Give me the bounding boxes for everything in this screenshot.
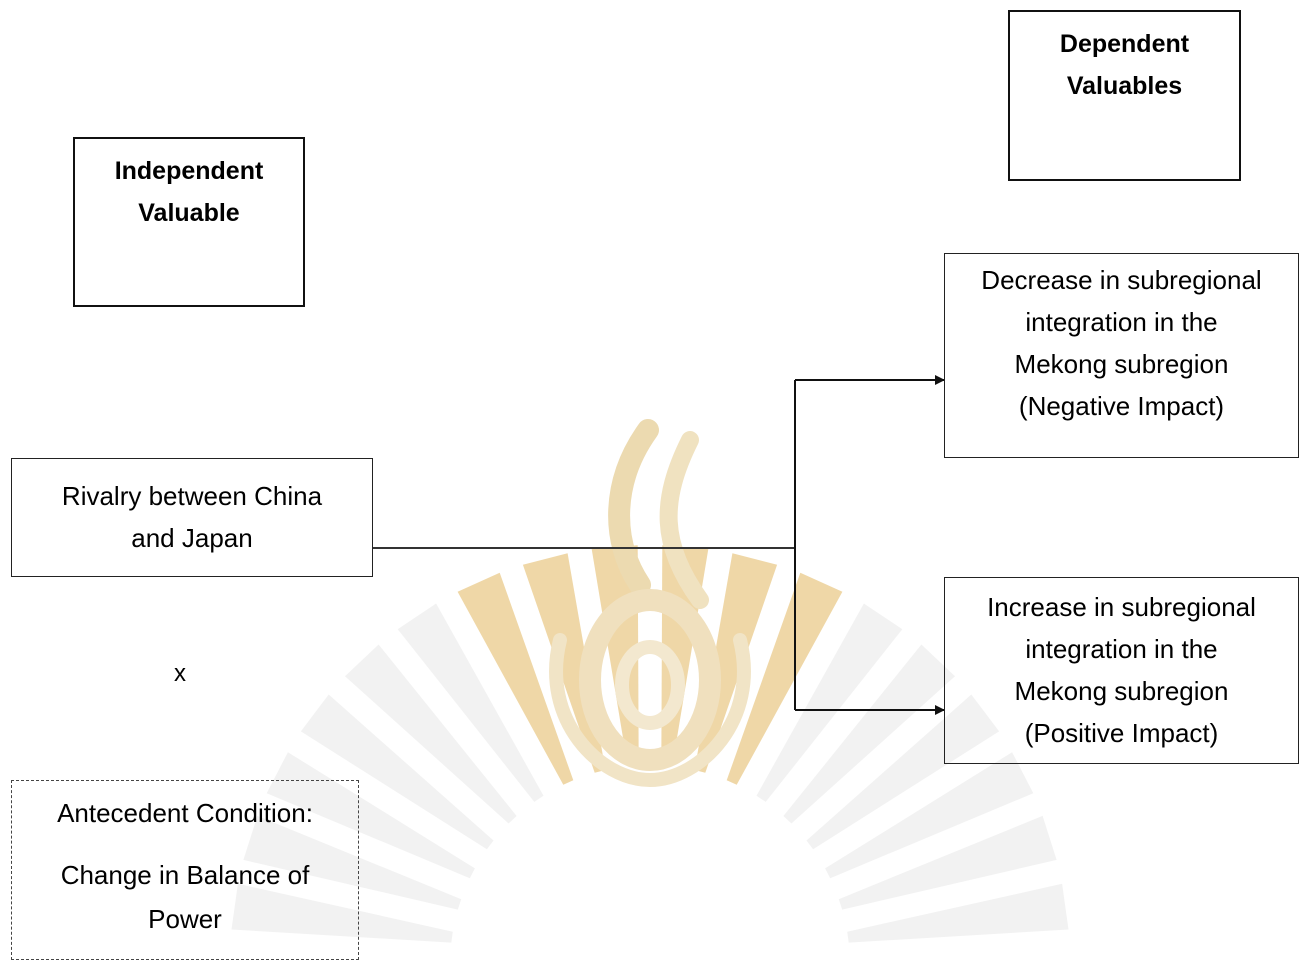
watermark-ray (300, 694, 494, 850)
independent-header-line-1: Independent (114, 157, 264, 185)
negative-outcome-line-4: (Negative Impact) (1018, 391, 1225, 421)
positive-outcome-line-3: Mekong subregion (1014, 676, 1229, 706)
watermark-ray (457, 572, 574, 785)
antecedent-line-2: Power (148, 904, 222, 934)
watermark-ray (756, 603, 903, 802)
watermark-ray (243, 815, 462, 910)
watermark-ray (825, 752, 1034, 879)
watermark-ray (345, 644, 517, 824)
watermark-ray (694, 553, 778, 773)
dependent-header-line-2: Valuables (1066, 72, 1183, 100)
watermark-rays (231, 545, 1069, 943)
watermark-ray (806, 694, 1000, 850)
watermark-flame (549, 419, 751, 788)
antecedent-condition-box: Antecedent Condition: Change in Balance … (11, 780, 359, 960)
watermark-ray (522, 553, 606, 773)
watermark-ray (266, 752, 475, 879)
positive-outcome-line-1: Increase in subregional (987, 592, 1256, 622)
dependent-header-box: Dependent Valuables (1008, 10, 1241, 181)
positive-outcome-line-2: integration in the (1025, 634, 1218, 664)
negative-outcome-line-2: integration in the (1025, 307, 1218, 337)
watermark-ray (783, 644, 955, 824)
dependent-header-line-1: Dependent (1059, 30, 1190, 58)
negative-outcome-line-1: Decrease in subregional (981, 265, 1262, 295)
antecedent-line-1: Change in Balance of (60, 860, 310, 890)
negative-outcome-line-3: Mekong subregion (1014, 349, 1229, 379)
positive-outcome-line-4: (Positive Impact) (1024, 718, 1219, 748)
watermark-ray (397, 603, 544, 802)
negative-outcome-box: Decrease in subregional integration in t… (944, 253, 1299, 458)
watermark-ray (847, 883, 1069, 943)
watermark-ray (231, 883, 453, 943)
interaction-mark: x (174, 660, 186, 687)
watermark-ray (726, 572, 843, 785)
watermark-ray (838, 815, 1057, 910)
independent-header-box: Independent Valuable (73, 137, 305, 307)
independent-variable-box: Rivalry between China and Japan (11, 458, 373, 577)
independent-variable-line-2: and Japan (131, 523, 253, 553)
antecedent-label: Antecedent Condition: (57, 798, 313, 828)
positive-outcome-box: Increase in subregional integration in t… (944, 577, 1299, 764)
independent-header-line-2: Valuable (138, 199, 240, 227)
independent-variable-line-1: Rivalry between China (61, 481, 323, 511)
